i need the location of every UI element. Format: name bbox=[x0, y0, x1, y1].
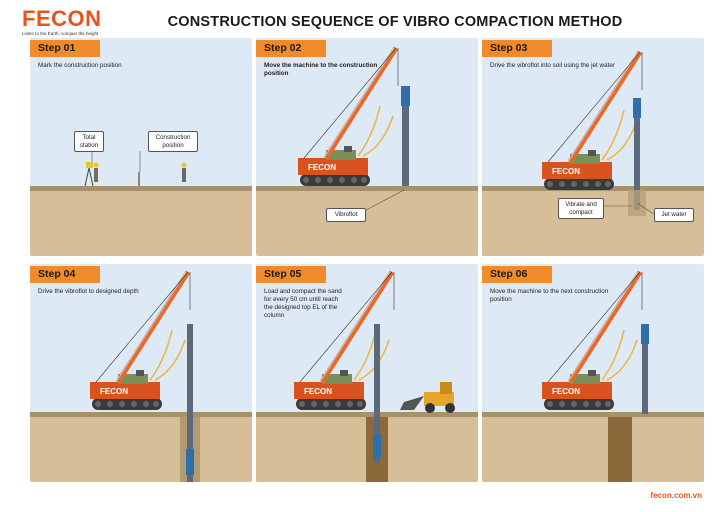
step-panel-02: FECON Step 02 Move the machine to the co… bbox=[256, 38, 478, 256]
step-02-illustration: FECON bbox=[256, 38, 478, 256]
step-description: Mark the construction position bbox=[38, 62, 122, 69]
callout-construction-position: Construction position bbox=[148, 131, 198, 152]
page-title: CONSTRUCTION SEQUENCE OF VIBRO COMPACTIO… bbox=[167, 14, 623, 30]
step-description: Drive the vibroflot into soil using the … bbox=[490, 62, 615, 69]
fecon-logo: FECON Listen to the Earth, conquer the h… bbox=[22, 6, 102, 37]
callout-jet-water: Jet water bbox=[654, 208, 694, 222]
website-url[interactable]: fecon.com.vn bbox=[650, 491, 702, 500]
step-panel-01: Step 01 Mark the construction position T… bbox=[30, 38, 252, 256]
crane-brand-label: FECON bbox=[308, 163, 336, 172]
step-panel-04: FECON Step 04 Drive the vibroflot to des… bbox=[30, 264, 252, 482]
crane-brand-label: FECON bbox=[304, 387, 332, 396]
callout-vibrate-compact: Vibrate and compact bbox=[558, 198, 604, 219]
step-06-illustration: FECON bbox=[482, 264, 704, 482]
logo-text: FECON bbox=[22, 6, 102, 31]
step-panel-06: FECON Step 06 Move the machine to the ne… bbox=[482, 264, 704, 482]
callout-vibroflot: Vibroflot bbox=[326, 208, 366, 222]
step-description: Drive the vibroflot to designed depth bbox=[38, 288, 139, 295]
step-badge: Step 06 bbox=[482, 266, 552, 283]
step-01-illustration bbox=[30, 38, 252, 256]
step-05-illustration: FECON bbox=[256, 264, 478, 482]
step-badge: Step 05 bbox=[256, 266, 326, 283]
callout-total-station: Total station bbox=[74, 131, 104, 152]
step-description: Move the machine to the next constructio… bbox=[490, 288, 609, 303]
step-panel-05: FECON Step 05 Load and compact the sand … bbox=[256, 264, 478, 482]
crane-brand-label: FECON bbox=[552, 167, 580, 176]
crane-brand-label: FECON bbox=[100, 387, 128, 396]
step-description: Move the machine to the construction pos… bbox=[264, 62, 378, 77]
step-description: Load and compact the sand for every 50 c… bbox=[264, 288, 342, 319]
logo-tagline: Listen to the Earth, conquer the height bbox=[22, 31, 99, 36]
step-panel-03: FECON Step 03 Drive the vibroflot into s… bbox=[482, 38, 704, 256]
step-badge: Step 03 bbox=[482, 40, 552, 57]
step-04-illustration: FECON bbox=[30, 264, 252, 482]
crane-brand-label: FECON bbox=[552, 387, 580, 396]
step-badge: Step 01 bbox=[30, 40, 100, 57]
step-03-illustration: FECON bbox=[482, 38, 704, 256]
step-badge: Step 02 bbox=[256, 40, 326, 57]
step-badge: Step 04 bbox=[30, 266, 100, 283]
